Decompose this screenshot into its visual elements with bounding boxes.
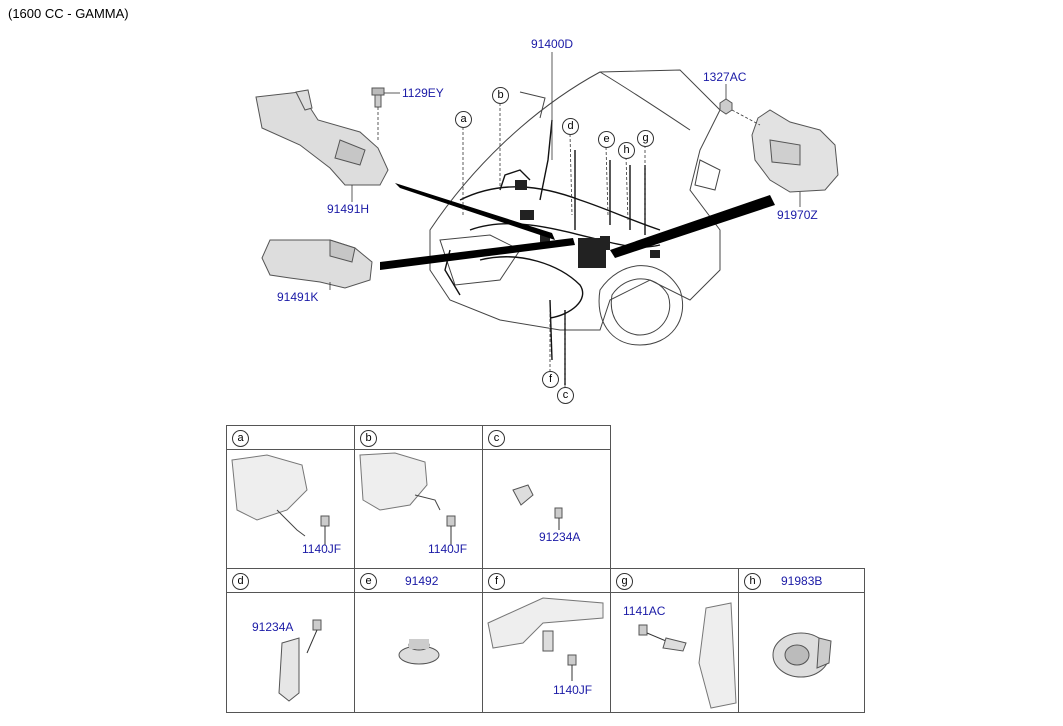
detail-letter-b: b: [360, 430, 377, 447]
detail-a-illustration: [231, 454, 330, 545]
grille-outline: [439, 234, 521, 286]
label-91491k: 91491K: [277, 290, 319, 304]
callout-a: a: [455, 111, 472, 128]
car-body-outline: [429, 69, 721, 331]
detail-f-illustration: [487, 597, 604, 681]
label-91491h: 91491H: [327, 202, 370, 216]
detail-c-illustration: [512, 484, 563, 530]
callout-d: d: [562, 118, 579, 135]
bracket-91491h: [255, 89, 389, 186]
detail-cell-h: h 91983B: [738, 568, 865, 713]
label-1327ac: 1327AC: [703, 70, 747, 84]
detail-f-part: 1140JF: [553, 683, 593, 697]
detail-letter-h: h: [744, 573, 761, 590]
detail-d-illustration: [278, 619, 322, 702]
detail-cell-d: d 91234A: [226, 568, 355, 713]
callout-g: g: [637, 130, 654, 147]
nut-1327ac-illustration: [719, 98, 733, 115]
detail-letter-e: e: [360, 573, 377, 590]
detail-g-illustration: [638, 602, 737, 709]
detail-letter-a: a: [232, 430, 249, 447]
engine-variant-title: (1600 CC - GAMMA): [8, 6, 129, 21]
band-upper-left: [395, 183, 555, 240]
callout-h: h: [618, 142, 635, 159]
grommet-illustration: [398, 639, 440, 665]
detail-cell-f: f 1140JF: [482, 568, 611, 713]
side-mirror: [694, 159, 721, 191]
label-1129ey: 1129EY: [402, 86, 444, 100]
detail-cell-b: b 1140JF: [354, 425, 483, 569]
label-91400d: 91400D: [531, 37, 574, 51]
callout-c: c: [557, 387, 574, 404]
label-91970z: 91970Z: [777, 208, 818, 222]
detail-h-header-part: 91983B: [781, 574, 823, 588]
detail-letter-f: f: [488, 573, 505, 590]
front-wheel: [598, 265, 684, 346]
detail-cell-a: a 1140JF: [226, 425, 355, 569]
detail-b-part: 1140JF: [428, 542, 468, 556]
main-harness-illustration: [255, 52, 839, 388]
detail-cell-g: g 1141AC: [610, 568, 739, 713]
cap-illustration: [772, 632, 832, 678]
detail-c-part: 91234A: [539, 530, 581, 544]
detail-g-part: 1141AC: [623, 604, 666, 618]
detail-e-header-part: 91492: [405, 574, 439, 588]
bolt-1129ey-illustration: [371, 87, 385, 108]
detail-d-part: 91234A: [252, 620, 294, 634]
cover-91970z: [751, 109, 839, 193]
detail-letter-g: g: [616, 573, 633, 590]
callout-b: b: [492, 87, 509, 104]
band-lower-left: [380, 238, 575, 270]
detail-cell-e: e 91492: [354, 568, 483, 713]
detail-letter-d: d: [232, 573, 249, 590]
band-right: [610, 195, 775, 258]
harness-main-trunk: [459, 186, 661, 231]
detail-cell-c: c 91234A: [482, 425, 611, 569]
callout-f: f: [542, 371, 559, 388]
detail-a-part: 1140JF: [302, 542, 342, 556]
callout-e: e: [598, 131, 615, 148]
bracket-91491k: [261, 239, 373, 289]
detail-b-illustration: [359, 452, 456, 545]
detail-letter-c: c: [488, 430, 505, 447]
